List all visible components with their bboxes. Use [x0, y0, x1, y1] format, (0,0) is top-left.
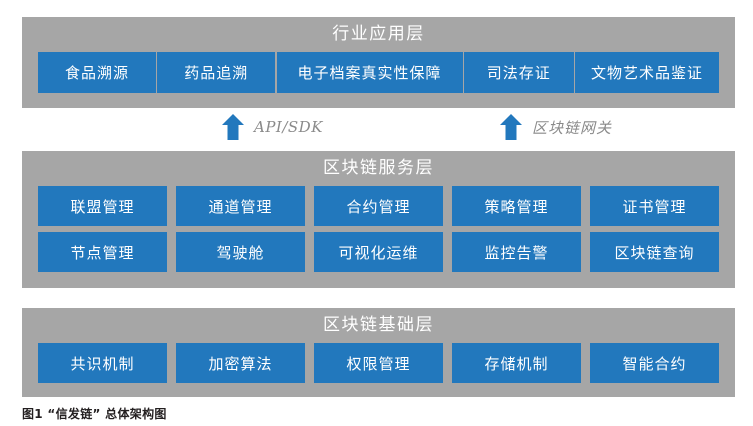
node-box-contract-management[interactable]: 合约管理: [314, 186, 443, 226]
node-box-blockchain-query[interactable]: 区块链查询: [590, 232, 719, 272]
node-box-judicial-evidence[interactable]: 司法存证: [463, 52, 574, 93]
node-box-policy-management[interactable]: 策略管理: [452, 186, 581, 226]
node-box-channel-management[interactable]: 通道管理: [176, 186, 305, 226]
arrow-up-icon: [500, 114, 522, 140]
node-box-encryption-algorithm[interactable]: 加密算法: [176, 343, 305, 383]
layer-panel-base: 区块链基础层 共识机制 加密算法 权限管理 存储机制 智能合约: [22, 308, 735, 397]
layer-title-service: 区块链服务层: [323, 158, 434, 178]
node-box-storage-mechanism[interactable]: 存储机制: [452, 343, 581, 383]
arrow-up-icon: [222, 114, 244, 140]
node-box-smart-contract[interactable]: 智能合约: [590, 343, 719, 383]
node-box-monitoring-alarm[interactable]: 监控告警: [452, 232, 581, 272]
layer-panel-application: 行业应用层 食品溯源 药品追溯 电子档案真实性保障 司法存证 文物艺术品鉴证: [22, 17, 735, 108]
node-box-cultural-relic-authentication[interactable]: 文物艺术品鉴证: [575, 52, 719, 93]
connector-label-blockchain-gateway: 区块链网关: [532, 118, 613, 137]
node-box-consensus-mechanism[interactable]: 共识机制: [38, 343, 167, 383]
box-row: 食品溯源 药品追溯 电子档案真实性保障 司法存证 文物艺术品鉴证: [22, 52, 735, 93]
node-box-node-management[interactable]: 节点管理: [38, 232, 167, 272]
connector-blockchain-gateway: 区块链网关: [500, 114, 612, 140]
node-box-visual-operations[interactable]: 可视化运维: [314, 232, 443, 272]
box-row: 共识机制 加密算法 权限管理 存储机制 智能合约: [22, 343, 735, 383]
node-box-food-traceability[interactable]: 食品溯源: [38, 52, 156, 93]
connector-api-sdk: API/SDK: [222, 114, 323, 140]
connector-label-api-sdk: API/SDK: [254, 118, 323, 136]
layer-panel-service: 区块链服务层 联盟管理 通道管理 合约管理 策略管理 证书管理 节点管理 驾驶舱…: [22, 151, 735, 288]
node-box-e-archive-authenticity[interactable]: 电子档案真实性保障: [276, 52, 463, 93]
node-box-drug-traceability[interactable]: 药品追溯: [157, 52, 276, 93]
box-row: 节点管理 驾驶舱 可视化运维 监控告警 区块链查询: [22, 232, 735, 272]
layer-title-application: 行业应用层: [332, 24, 425, 44]
layer-title-base: 区块链基础层: [323, 315, 434, 335]
box-row: 联盟管理 通道管理 合约管理 策略管理 证书管理: [22, 186, 735, 226]
figure-caption: 图1 “信发链” 总体架构图: [22, 407, 167, 421]
node-box-alliance-management[interactable]: 联盟管理: [38, 186, 167, 226]
node-box-permission-management[interactable]: 权限管理: [314, 343, 443, 383]
connector-band: API/SDK 区块链网关: [22, 112, 735, 148]
node-box-cockpit[interactable]: 驾驶舱: [176, 232, 305, 272]
node-box-certificate-management[interactable]: 证书管理: [590, 186, 719, 226]
